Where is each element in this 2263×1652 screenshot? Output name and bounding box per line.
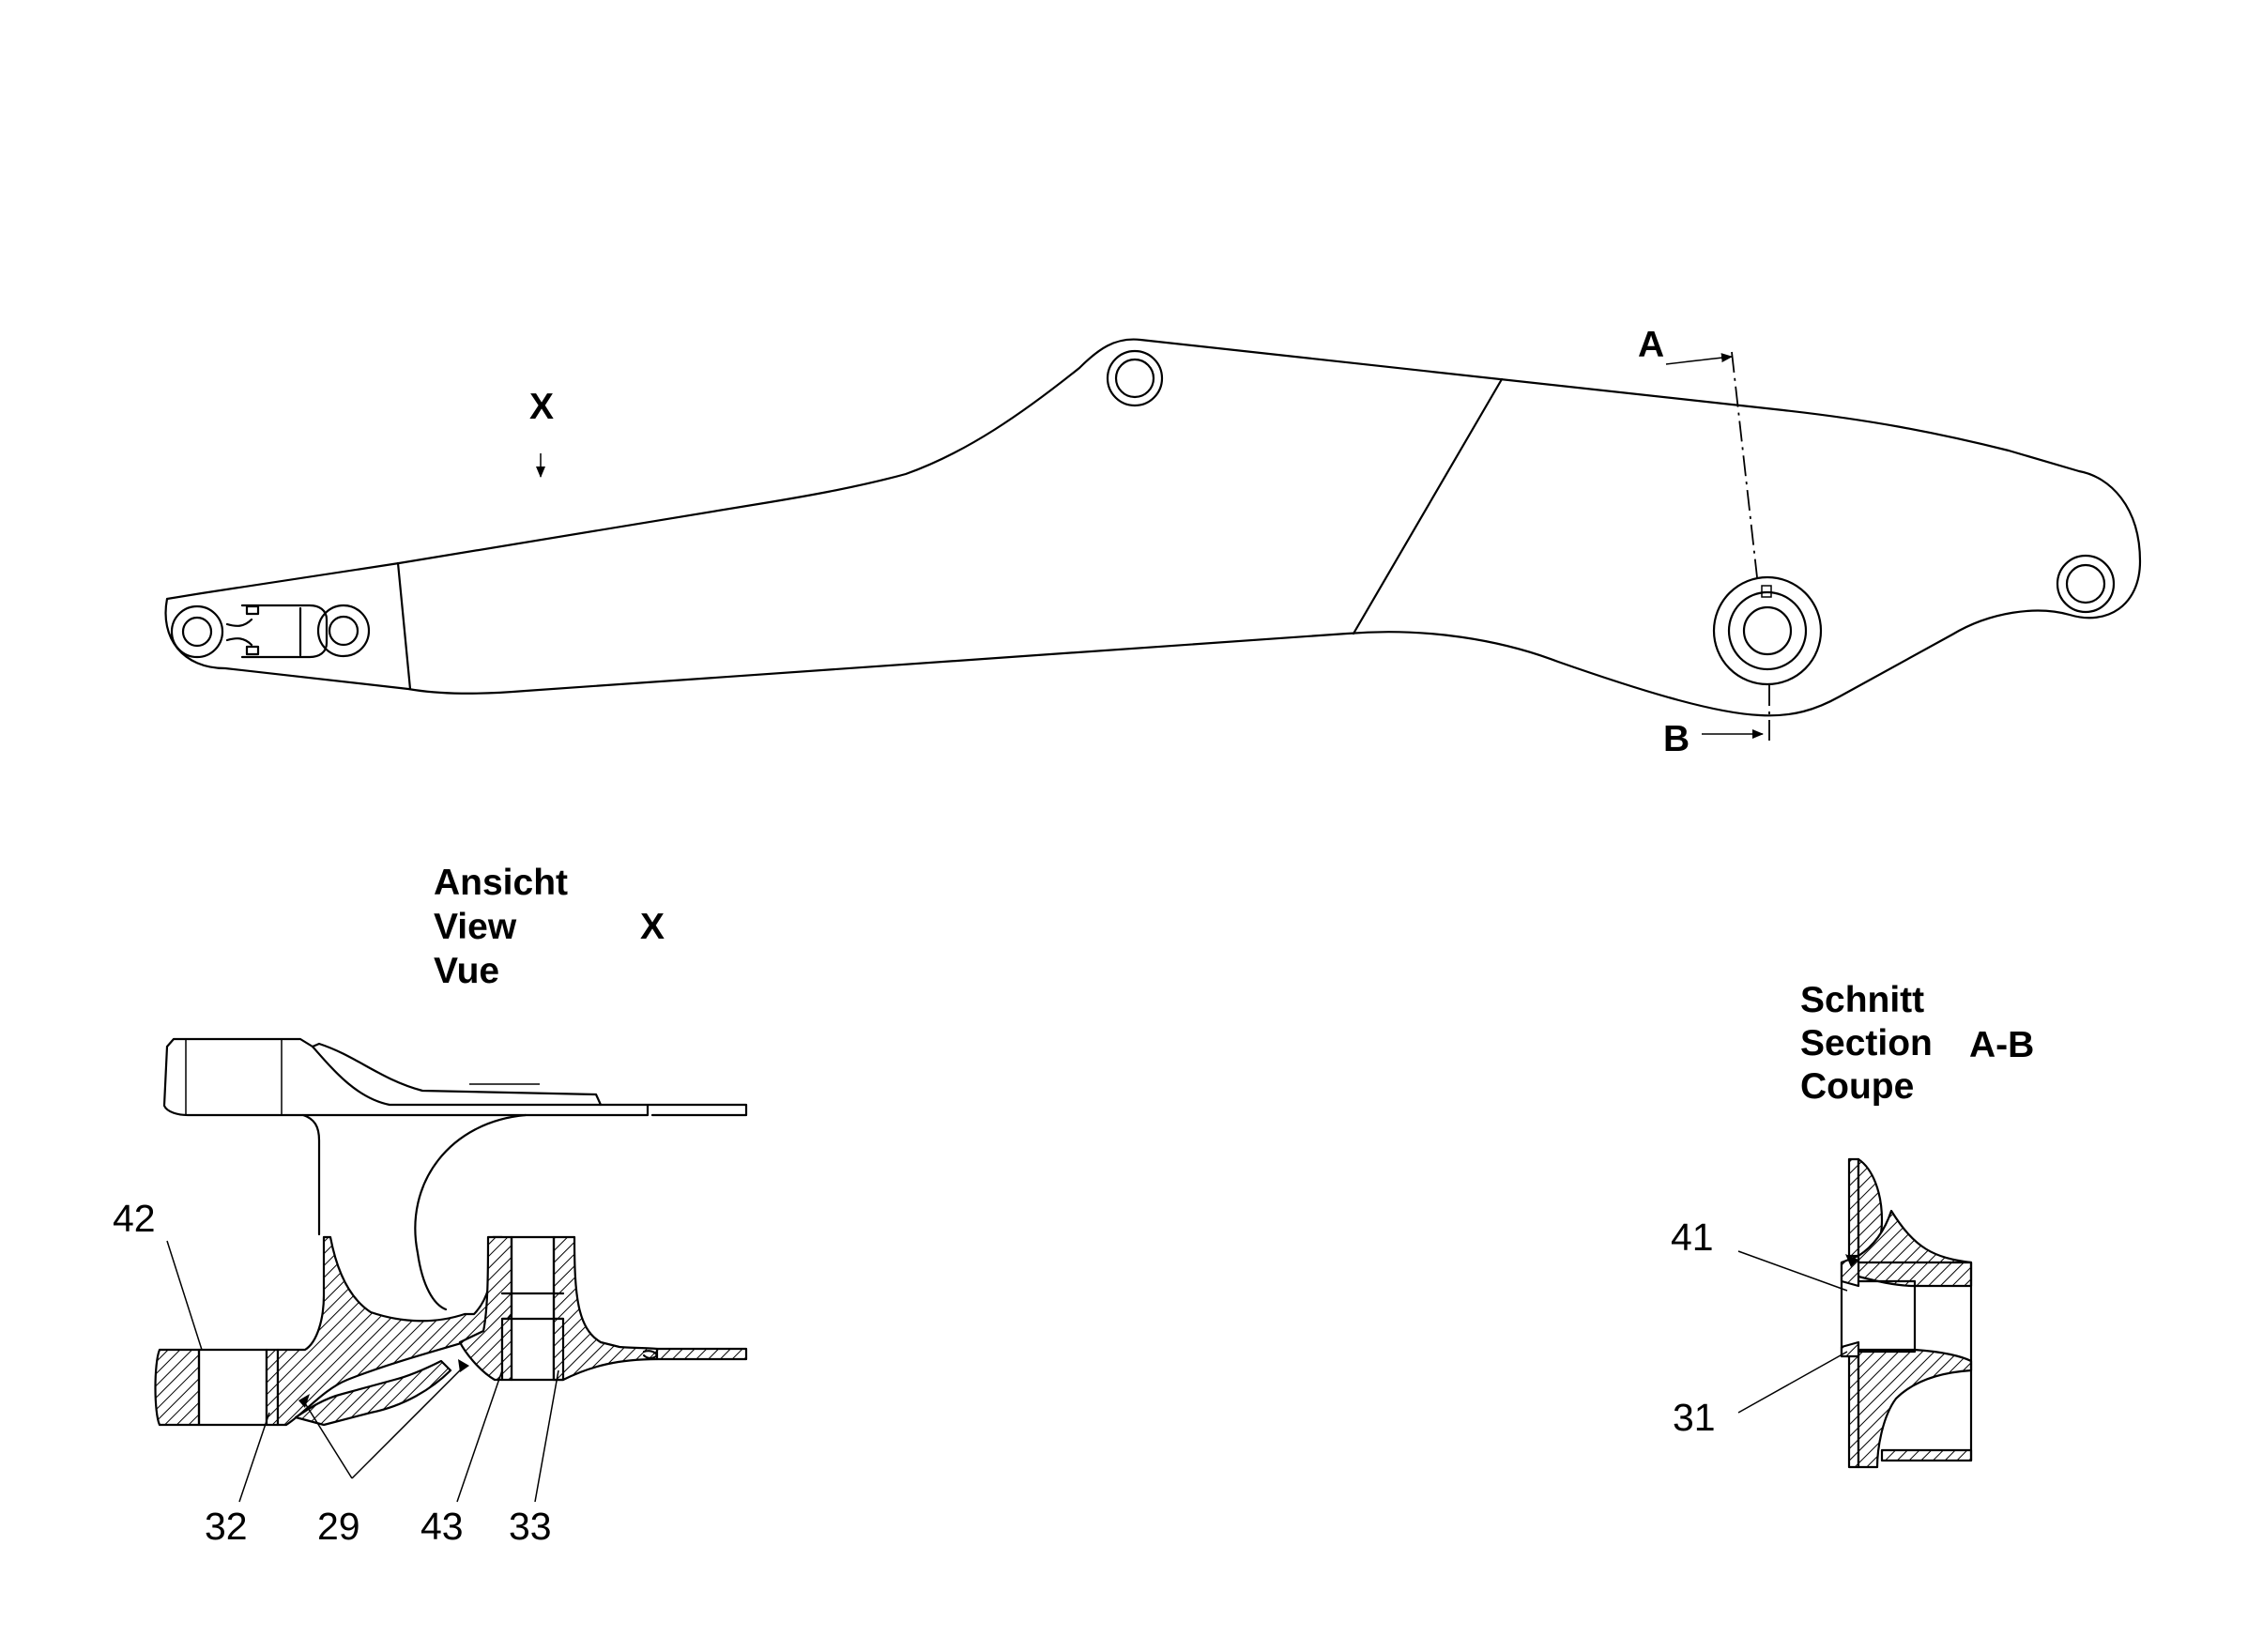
section-ab-bore xyxy=(1840,1261,1973,1462)
section-ab-title-de: Schnitt xyxy=(1800,980,1924,1020)
callout-32: 32 xyxy=(205,1505,248,1548)
view-x-title-fr: Vue xyxy=(434,951,499,991)
view-x-detail: Ansicht View Vue X xyxy=(113,863,748,1548)
section-ab-title-en: Section xyxy=(1800,1023,1933,1063)
view-x-tail-plate xyxy=(655,1347,748,1361)
callout-43: 43 xyxy=(420,1505,464,1548)
section-ab-leader-41 xyxy=(1737,1250,1848,1292)
callout-41: 41 xyxy=(1671,1216,1714,1259)
callout-31: 31 xyxy=(1673,1396,1716,1439)
view-x-left-bushing xyxy=(154,1348,280,1427)
main-pivot-bore xyxy=(1712,575,1823,686)
boom-arm-outline xyxy=(164,338,2142,717)
section-ab-detail: Schnitt Section Coupe A-B 41 31 xyxy=(1671,980,2034,1469)
view-x-title-en: View xyxy=(434,907,517,947)
callout-42: 42 xyxy=(113,1197,156,1240)
callout-29: 29 xyxy=(317,1505,360,1548)
section-ab-plate xyxy=(1847,1157,1860,1469)
callout-33: 33 xyxy=(509,1505,552,1548)
boom-arm-top-view: X A B xyxy=(164,325,2142,759)
section-line-a-b xyxy=(1665,351,1770,746)
upper-pin-bore xyxy=(1106,349,1164,407)
view-x-marker: X xyxy=(529,387,554,427)
section-mark-a: A xyxy=(1638,325,1664,365)
view-x-web xyxy=(301,1113,528,1311)
right-end-bore xyxy=(2056,554,2116,614)
section-ab-letter: A-B xyxy=(1969,1025,2034,1065)
view-x-leaders xyxy=(166,1240,559,1503)
view-x-upper-link xyxy=(162,1037,748,1117)
view-x-hatched-section xyxy=(276,1235,504,1427)
boom-weld-line-middle xyxy=(1352,377,1504,635)
section-ab-title-fr: Coupe xyxy=(1800,1066,1914,1107)
section-mark-b: B xyxy=(1663,719,1690,759)
view-x-letter: X xyxy=(640,907,665,947)
view-x-title-de: Ansicht xyxy=(434,863,568,903)
section-ab-leader-31 xyxy=(1737,1351,1848,1414)
left-end-bores xyxy=(170,604,371,659)
view-x-right-boss xyxy=(458,1235,659,1382)
boom-weld-line-left xyxy=(396,561,412,691)
